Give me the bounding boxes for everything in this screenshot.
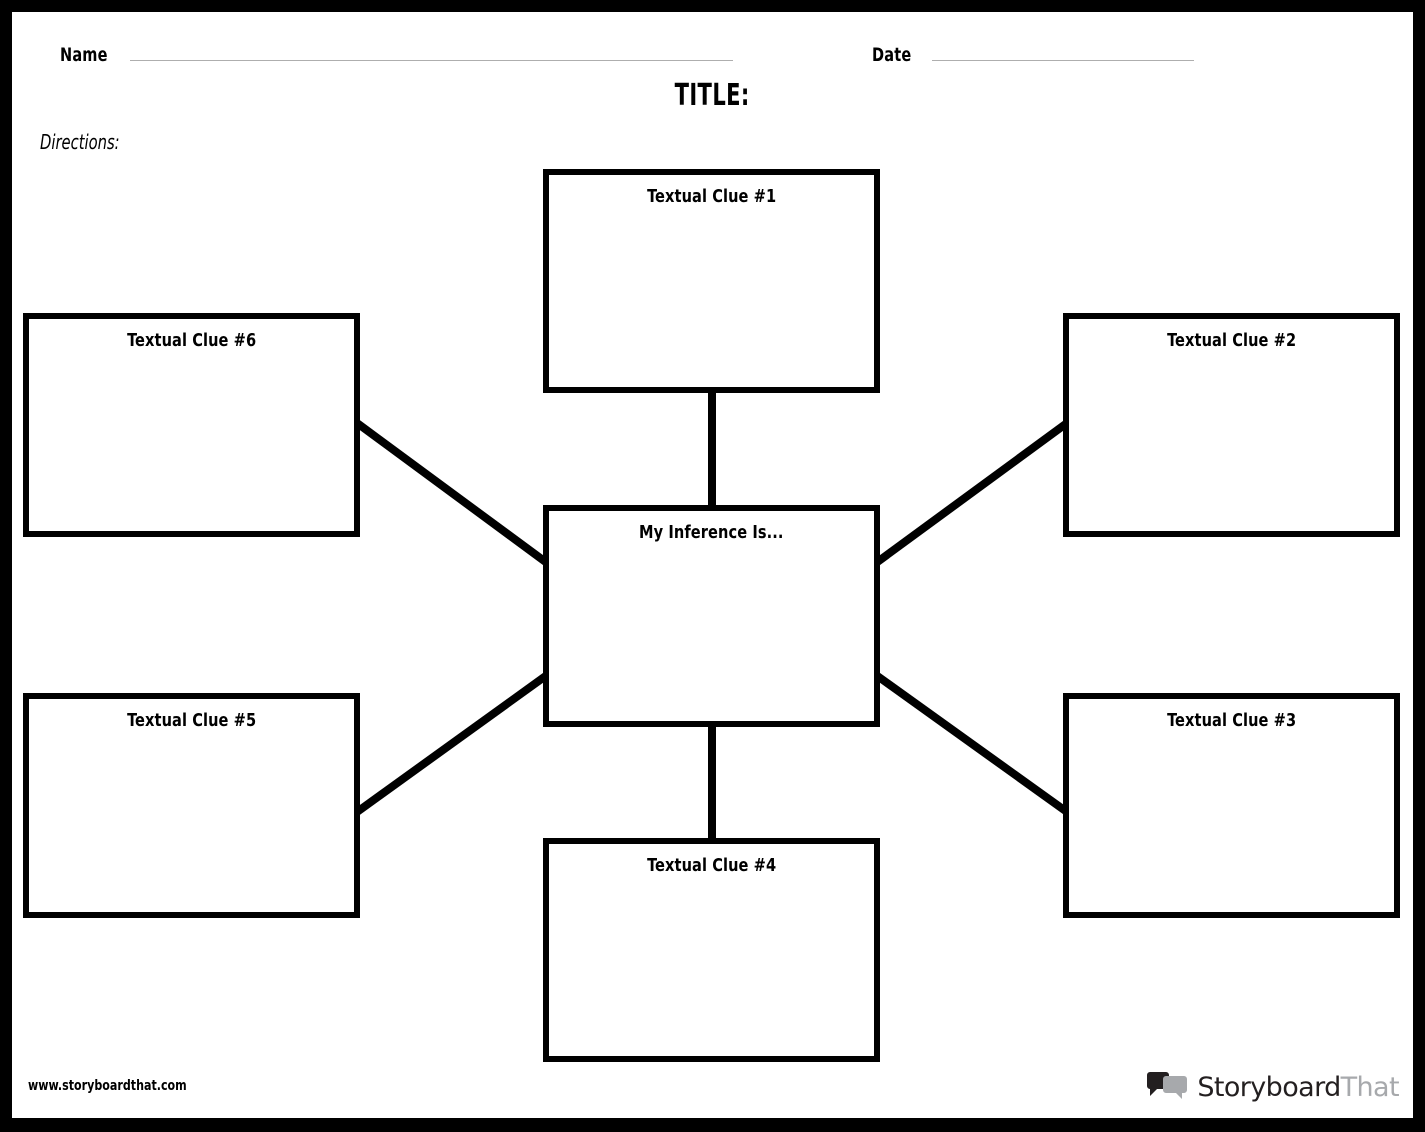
name-label: Name [60,44,108,66]
connector-center-clue3 [873,671,1070,816]
clue-box-1-label: Textual Clue #1 [646,186,777,207]
footer-url-text: www.storyboardthat.com [28,1078,187,1094]
clue-box-3[interactable]: Textual Clue #3 [1063,693,1400,918]
clue-box-4[interactable]: Textual Clue #4 [543,838,880,1062]
clue-box-2-label: Textual Clue #2 [1166,330,1297,351]
name-input-rule[interactable] [130,60,734,61]
storyboardthat-logo: StoryboardThat [1146,1072,1400,1102]
inference-box-label: My Inference Is... [639,522,784,543]
footer-url: www.storyboardthat.com [28,1078,208,1094]
clue-box-1[interactable]: Textual Clue #1 [543,169,880,393]
clue-box-3-label: Textual Clue #3 [1166,710,1297,731]
clue-box-4-label: Textual Clue #4 [646,855,777,876]
brand-wordmark-light: That [1340,1071,1400,1103]
brand-wordmark: StoryboardThat [1197,1074,1399,1101]
date-label: Date [872,44,912,66]
directions-label[interactable]: Directions: [40,130,137,154]
date-input-rule[interactable] [932,60,1195,61]
clue-box-6-label: Textual Clue #6 [126,330,257,351]
inference-box[interactable]: My Inference Is... [543,505,880,727]
clue-box-6[interactable]: Textual Clue #6 [23,313,360,537]
clue-box-2[interactable]: Textual Clue #2 [1063,313,1400,537]
connector-clue5-center [354,671,550,816]
clue-box-5-label: Textual Clue #5 [126,710,257,731]
directions-text: Directions: [40,130,120,154]
clue-box-5[interactable]: Textual Clue #5 [23,693,360,918]
inference-diagram: Textual Clue #1 Textual Clue #2 Textual … [12,12,1413,1118]
worksheet-sheet: Name Date TITLE: Directions: [12,12,1413,1118]
name-field[interactable]: Name [60,44,734,66]
connector-center-clue2 [873,419,1070,567]
connector-clue6-center [354,419,550,567]
brand-wordmark-dark: Storyboard [1197,1071,1341,1103]
date-field[interactable]: Date [872,44,1195,66]
speech-bubbles-icon [1147,1072,1188,1099]
page-title[interactable]: TITLE: [12,78,1413,113]
page-title-text: TITLE: [674,78,751,113]
